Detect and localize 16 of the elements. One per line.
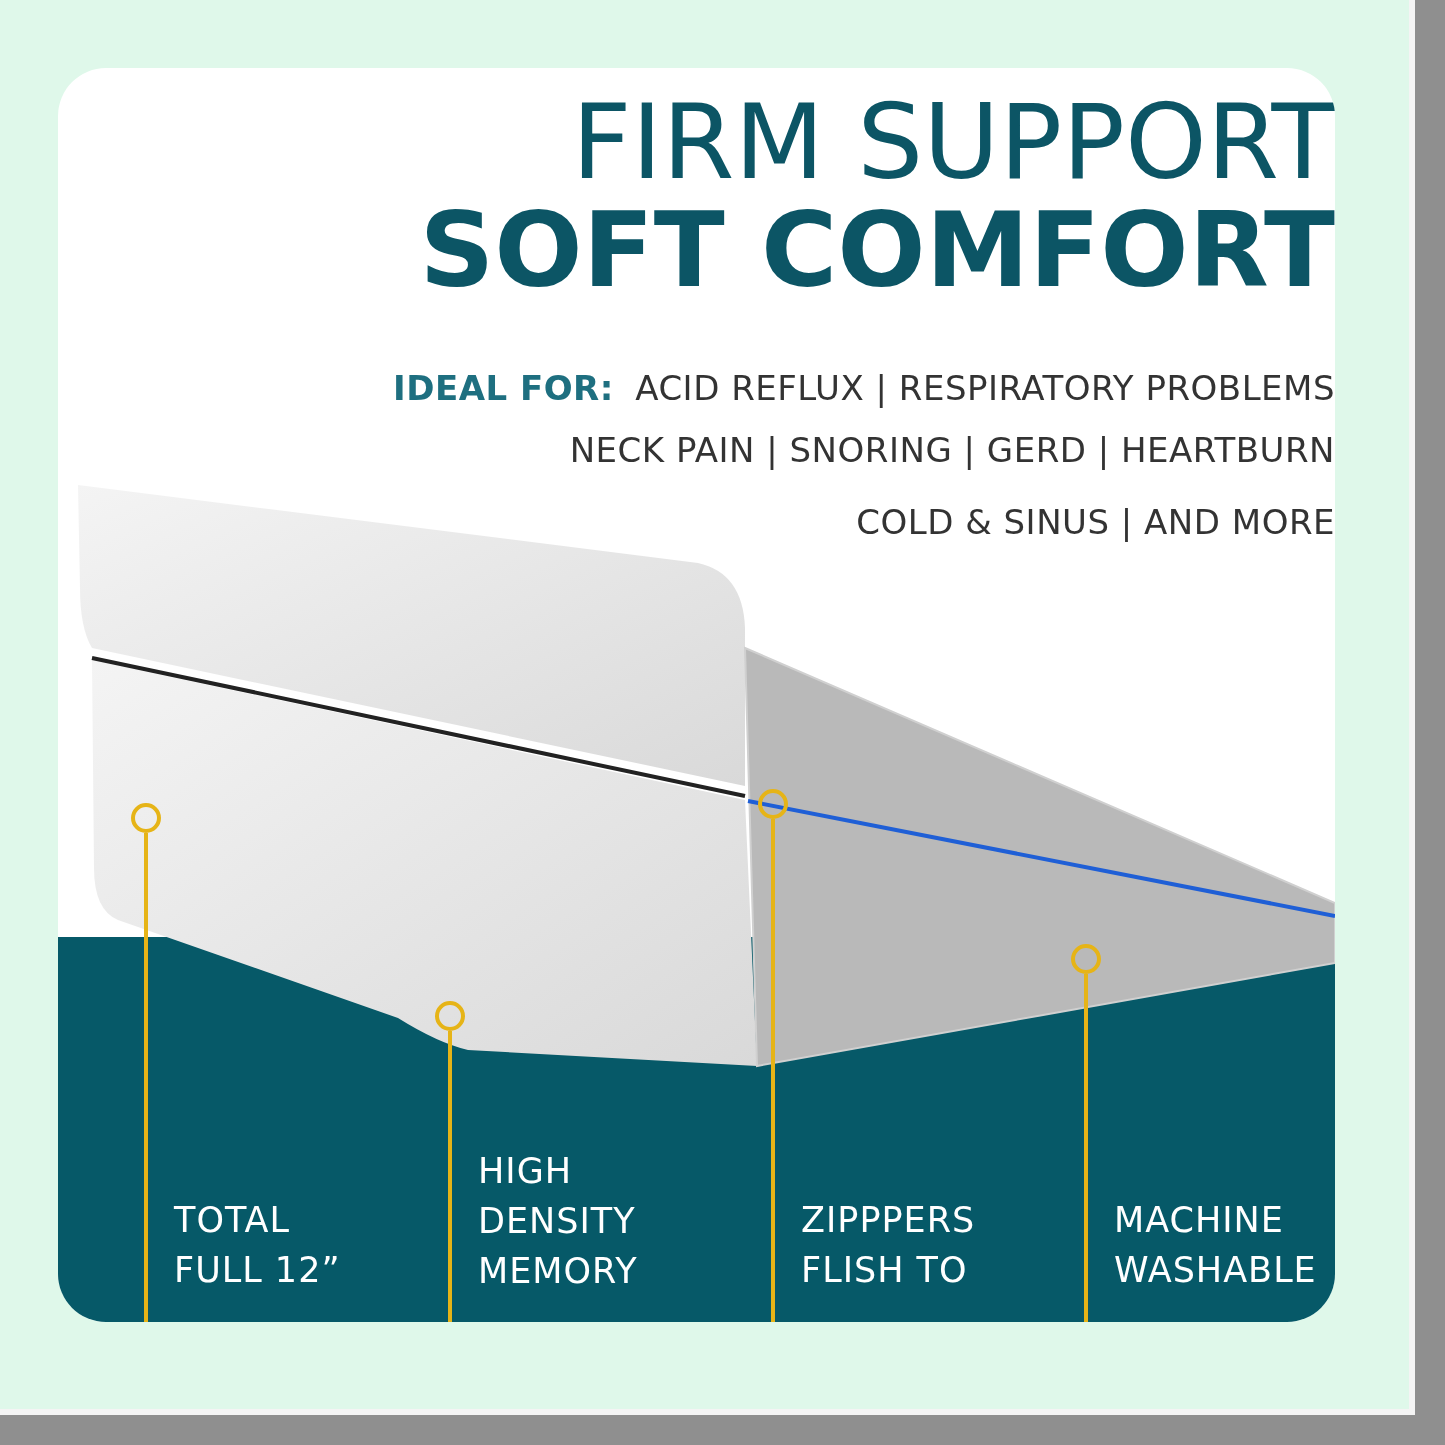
- callout-marker: [131, 803, 161, 833]
- headline: SOFT COMFORT: [419, 198, 1335, 302]
- callout-text: HIGH DENSITY MEMORY: [448, 1146, 678, 1322]
- callout-text: TOTAL FULL 12”: [144, 1195, 374, 1322]
- callout-marker: [435, 1001, 465, 1031]
- leader-line: [1084, 974, 1088, 1322]
- callout-text: MACHINE WASHABLE: [1084, 1195, 1329, 1322]
- leader-line: [144, 833, 148, 1322]
- leader-line: [448, 1031, 452, 1322]
- feature-list-text: COLD & SINUS | AND MORE: [856, 502, 1335, 542]
- leader-line: [771, 819, 775, 1322]
- feature-list-text: IDEAL FOR: ACID REFLUX | RESPIRATORY PROBLEMS: [393, 368, 1335, 408]
- callout-marker: [758, 789, 788, 819]
- callout-text: ZIPPPERS FLISH TO: [771, 1195, 1001, 1322]
- feature-list-text: NECK PAIN | SNORING | GERD | HEARTBURN: [569, 430, 1335, 470]
- callout-marker: [1071, 944, 1101, 974]
